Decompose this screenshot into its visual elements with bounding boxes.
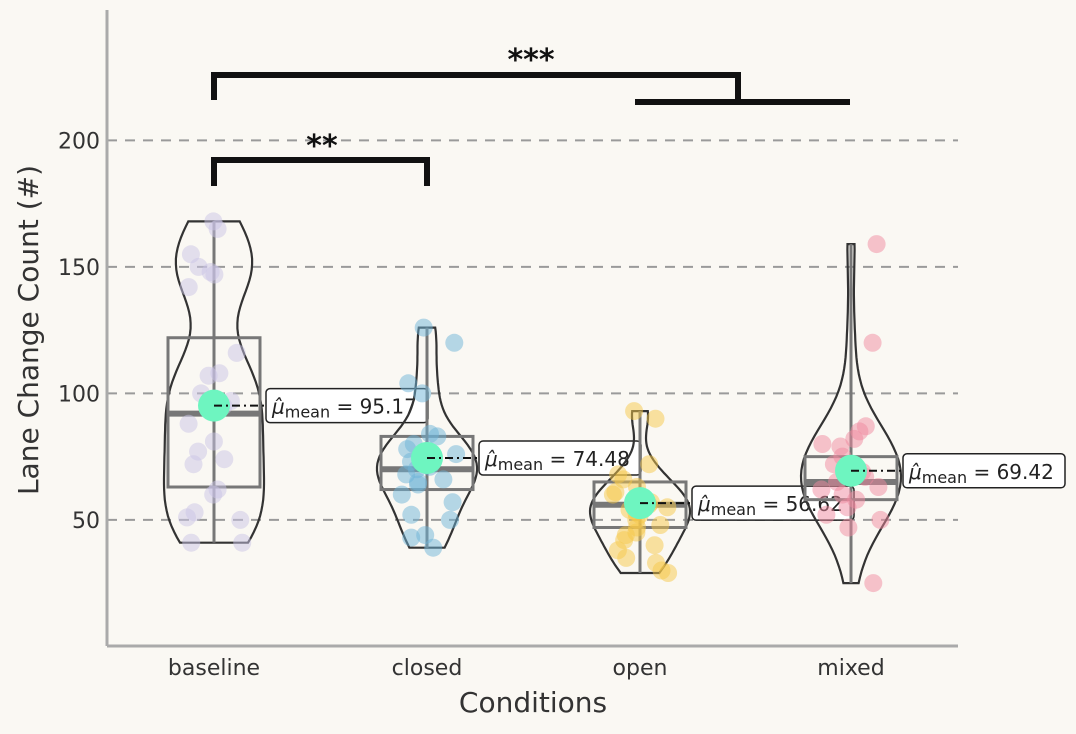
mean-label: μ̂mean = 69.42 (908, 460, 1054, 487)
sig-bracket (211, 72, 741, 102)
violin-group-baseline: μ̂mean = 95.17 (162, 212, 429, 552)
data-point (178, 508, 196, 527)
data-point (208, 219, 227, 238)
mean-symbol: μ̂ (271, 395, 285, 419)
data-point (231, 510, 250, 529)
data-point (659, 564, 678, 582)
mean-symbol: μ̂ (908, 460, 922, 484)
data-point (863, 333, 882, 352)
mean-subscript: mean (922, 468, 967, 487)
mean-symbol: μ̂ (697, 492, 711, 516)
data-point (871, 510, 890, 529)
data-point (204, 432, 223, 451)
x-tick-label: open (613, 656, 668, 681)
mean-subscript: mean (498, 455, 543, 474)
data-point (812, 480, 831, 499)
violin-group-open: μ̂mean = 56.62 (588, 402, 855, 582)
data-point (204, 485, 223, 504)
data-point (199, 366, 218, 385)
violin-outline (799, 243, 903, 585)
y-axis-label: Lane Change Count (#) (12, 165, 45, 495)
sig-label: *** (507, 43, 554, 78)
data-point (424, 538, 443, 557)
data-point (399, 374, 418, 393)
data-point (445, 333, 464, 352)
data-point (645, 536, 664, 555)
data-point (184, 455, 203, 474)
y-tick-label: 200 (58, 129, 100, 154)
data-point (867, 235, 886, 254)
sig-label: ** (306, 129, 338, 164)
data-point (233, 533, 252, 552)
mean-subscript: mean (711, 500, 756, 519)
y-tick-label: 100 (58, 382, 100, 407)
mean-symbol: μ̂ (484, 447, 498, 471)
data-point (658, 498, 677, 517)
y-tick-label: 50 (72, 509, 100, 534)
data-point (845, 429, 864, 448)
data-point (603, 485, 622, 504)
data-point (409, 475, 427, 494)
data-point (640, 455, 659, 474)
data-point (179, 414, 198, 433)
data-point (646, 409, 665, 428)
data-point (392, 485, 411, 504)
violin-layer: μ̂mean = 95.17μ̂mean = 74.48μ̂mean = 56.… (162, 212, 1066, 593)
mean-subscript: mean (285, 403, 330, 422)
data-point (227, 343, 246, 362)
data-point (813, 435, 832, 453)
mean-value: = 69.42 (967, 460, 1054, 484)
data-point (205, 265, 224, 284)
violin-group-closed: μ̂mean = 74.48 (375, 318, 642, 557)
x-tick-label: closed (392, 656, 463, 681)
data-point (434, 470, 453, 489)
x-axis-label: Conditions (459, 686, 607, 719)
data-point (441, 510, 459, 529)
x-tick-label: mixed (817, 656, 884, 681)
data-point (428, 427, 447, 446)
data-point (182, 533, 201, 552)
data-point (651, 516, 670, 534)
data-point (864, 574, 883, 593)
data-point (617, 548, 636, 567)
axes-layer: 50 100 150 200 baseline closed open mixed (58, 10, 958, 681)
data-point (402, 528, 421, 547)
data-point (413, 384, 432, 403)
data-point (414, 318, 433, 337)
data-point (443, 493, 462, 512)
data-point (179, 278, 198, 297)
data-point (838, 498, 857, 517)
violin-outline (162, 220, 266, 544)
mean-label-box (902, 453, 1066, 489)
data-point (869, 478, 888, 496)
data-point (839, 518, 858, 537)
data-point (817, 505, 836, 524)
data-point (625, 402, 644, 421)
data-point (447, 445, 466, 464)
violin-group-mixed: μ̂mean = 69.42 (799, 235, 1066, 593)
sig-bracket (211, 157, 430, 186)
mean-value: = 95.17 (330, 395, 417, 419)
significance-layer: ***** (211, 43, 850, 186)
mean-label: μ̂mean = 95.17 (271, 395, 417, 422)
x-tick-label: baseline (168, 656, 260, 681)
data-point (402, 505, 421, 524)
data-point (215, 450, 234, 469)
y-tick-label: 150 (58, 256, 100, 281)
